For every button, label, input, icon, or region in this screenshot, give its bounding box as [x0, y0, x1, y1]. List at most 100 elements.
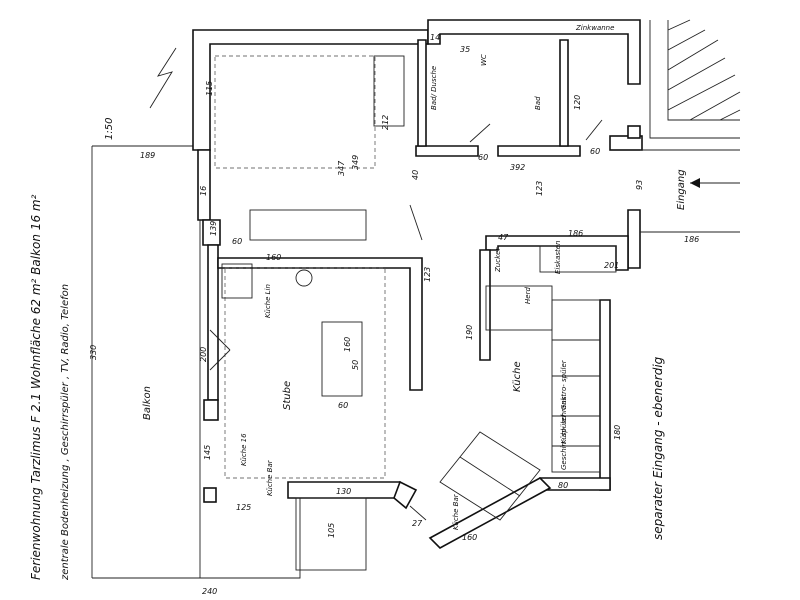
dim-160c: 160 — [462, 533, 477, 542]
wall-left-lower-pillar — [203, 487, 217, 503]
dim-60d: 60 — [232, 237, 242, 246]
north-arrow — [149, 47, 177, 109]
dim-160: 160 — [343, 337, 352, 352]
dim-180: 180 — [613, 425, 622, 440]
dim-60b: 60 — [478, 153, 488, 162]
sliding-door-line — [409, 204, 423, 241]
dim-115: 115 — [205, 81, 214, 96]
dim-125: 125 — [236, 503, 251, 512]
wall-left-window — [202, 219, 221, 246]
dim-47: 47 — [498, 233, 509, 242]
dim-50: 50 — [351, 360, 360, 370]
kitchenette-sink — [221, 263, 253, 299]
label-bad: Bad/ Dusche — [430, 66, 438, 110]
header-line2: zentrale Bodenheizung , Geschirrspüler ,… — [60, 284, 71, 581]
door-balcony-1 — [209, 329, 231, 351]
balcony-outline — [92, 145, 301, 579]
label-kuehl: Kühl- schrank — [560, 395, 568, 444]
dim-139: 139 — [209, 221, 218, 236]
wall-entry-right — [627, 209, 641, 269]
wall-corridor-bottom — [497, 145, 581, 157]
door-bath — [469, 123, 491, 143]
dim-60a: 60 — [338, 401, 348, 410]
dim-123b: 123 — [535, 181, 544, 196]
dim-189: 189 — [140, 151, 155, 160]
entry-arrow-head — [690, 178, 700, 188]
dim-27: 27 — [412, 519, 423, 528]
dim-186: 186 — [684, 235, 699, 244]
room-stube: Stube — [282, 381, 293, 410]
dim-240: 240 — [202, 587, 217, 596]
wall-kitchen-diagonal — [428, 477, 552, 549]
wall-top-right — [427, 19, 641, 85]
dim-349: 349 — [351, 155, 360, 170]
label-eiskasten: Eiskasten — [554, 241, 562, 275]
wall-bath-bottom — [415, 145, 479, 157]
wall-stube-top — [217, 257, 423, 391]
dim-40: 40 — [411, 170, 420, 180]
dim-347: 347 — [337, 160, 346, 176]
top-room-cabinet — [373, 55, 405, 127]
stairs — [649, 19, 741, 139]
entry-pillar-2 — [627, 125, 641, 139]
stove-circle — [295, 269, 313, 287]
label-kueche-bar: Küche Bar — [266, 459, 274, 496]
label-geschirr: Geschirr- spüler — [560, 413, 568, 470]
dim-120: 120 — [573, 95, 582, 110]
label-zinkwanne: Zinkwanne — [575, 24, 614, 32]
dim-330: 330 — [89, 345, 98, 360]
wall-bath-divider — [559, 39, 569, 147]
dim-201: 201 — [604, 261, 619, 270]
dim-190: 190 — [465, 325, 474, 340]
wall-bottom-diag — [393, 480, 418, 510]
wall-kitchen-right — [599, 299, 611, 491]
bottom-room-bench — [295, 497, 367, 571]
dim-105: 105 — [327, 523, 336, 538]
entry-pillar — [609, 135, 643, 151]
dim-14: 14 — [430, 33, 440, 42]
stube-table — [321, 321, 363, 397]
door-balcony-2 — [209, 349, 231, 371]
dim-35: 35 — [460, 45, 470, 54]
door-corridor — [585, 119, 603, 141]
wall-left-pillar — [203, 399, 219, 421]
label-herd: Herd — [524, 287, 532, 304]
dim-392: 392 — [510, 163, 525, 172]
room-eingang: Eingang — [676, 169, 687, 210]
wall-left-upper — [197, 149, 211, 221]
stube-rug — [224, 267, 386, 479]
dim-123: 123 — [423, 267, 432, 282]
header-line1: Ferienwohnung Tarzlimus F 2.1 Wohnfläche… — [29, 194, 43, 580]
dim-160b: 160 — [266, 253, 281, 262]
label-wc: WC — [480, 54, 488, 66]
dim-200: 200 — [199, 347, 208, 362]
counter-top-strip — [539, 245, 617, 273]
dim-16: 16 — [199, 186, 208, 196]
wall-wc-divider — [417, 39, 427, 147]
door-kitchen — [409, 505, 427, 521]
wall-top-left — [192, 29, 429, 151]
wall-kitchen-left — [479, 249, 491, 361]
label-kueche-bar2: Küche Bar — [452, 493, 460, 530]
label-zucker: Zucker — [494, 247, 502, 273]
dim-60c: 60 — [590, 147, 600, 156]
side-note: separater Eingang - ebenerdig — [651, 356, 665, 540]
counter-diagonal — [439, 431, 541, 521]
wall-left-mid — [207, 244, 219, 401]
top-room-bed — [214, 55, 376, 169]
scale-label: 1:50 — [104, 118, 115, 140]
dim-130: 130 — [336, 487, 351, 496]
dim-80: 80 — [558, 481, 568, 490]
label-kueche-16: Küche 16 — [240, 433, 248, 466]
counter-right — [551, 299, 601, 473]
dim-93: 93 — [635, 180, 644, 190]
label-bad2: Bad — [534, 96, 542, 110]
label-gast: Gastro- spüler — [560, 359, 568, 410]
counter-left — [485, 285, 553, 331]
dim-186b: 186 — [568, 229, 583, 238]
dim-212: 212 — [381, 115, 390, 130]
dim-145: 145 — [203, 445, 212, 460]
room-kueche: Küche — [512, 361, 523, 392]
stube-sofa — [249, 209, 367, 241]
